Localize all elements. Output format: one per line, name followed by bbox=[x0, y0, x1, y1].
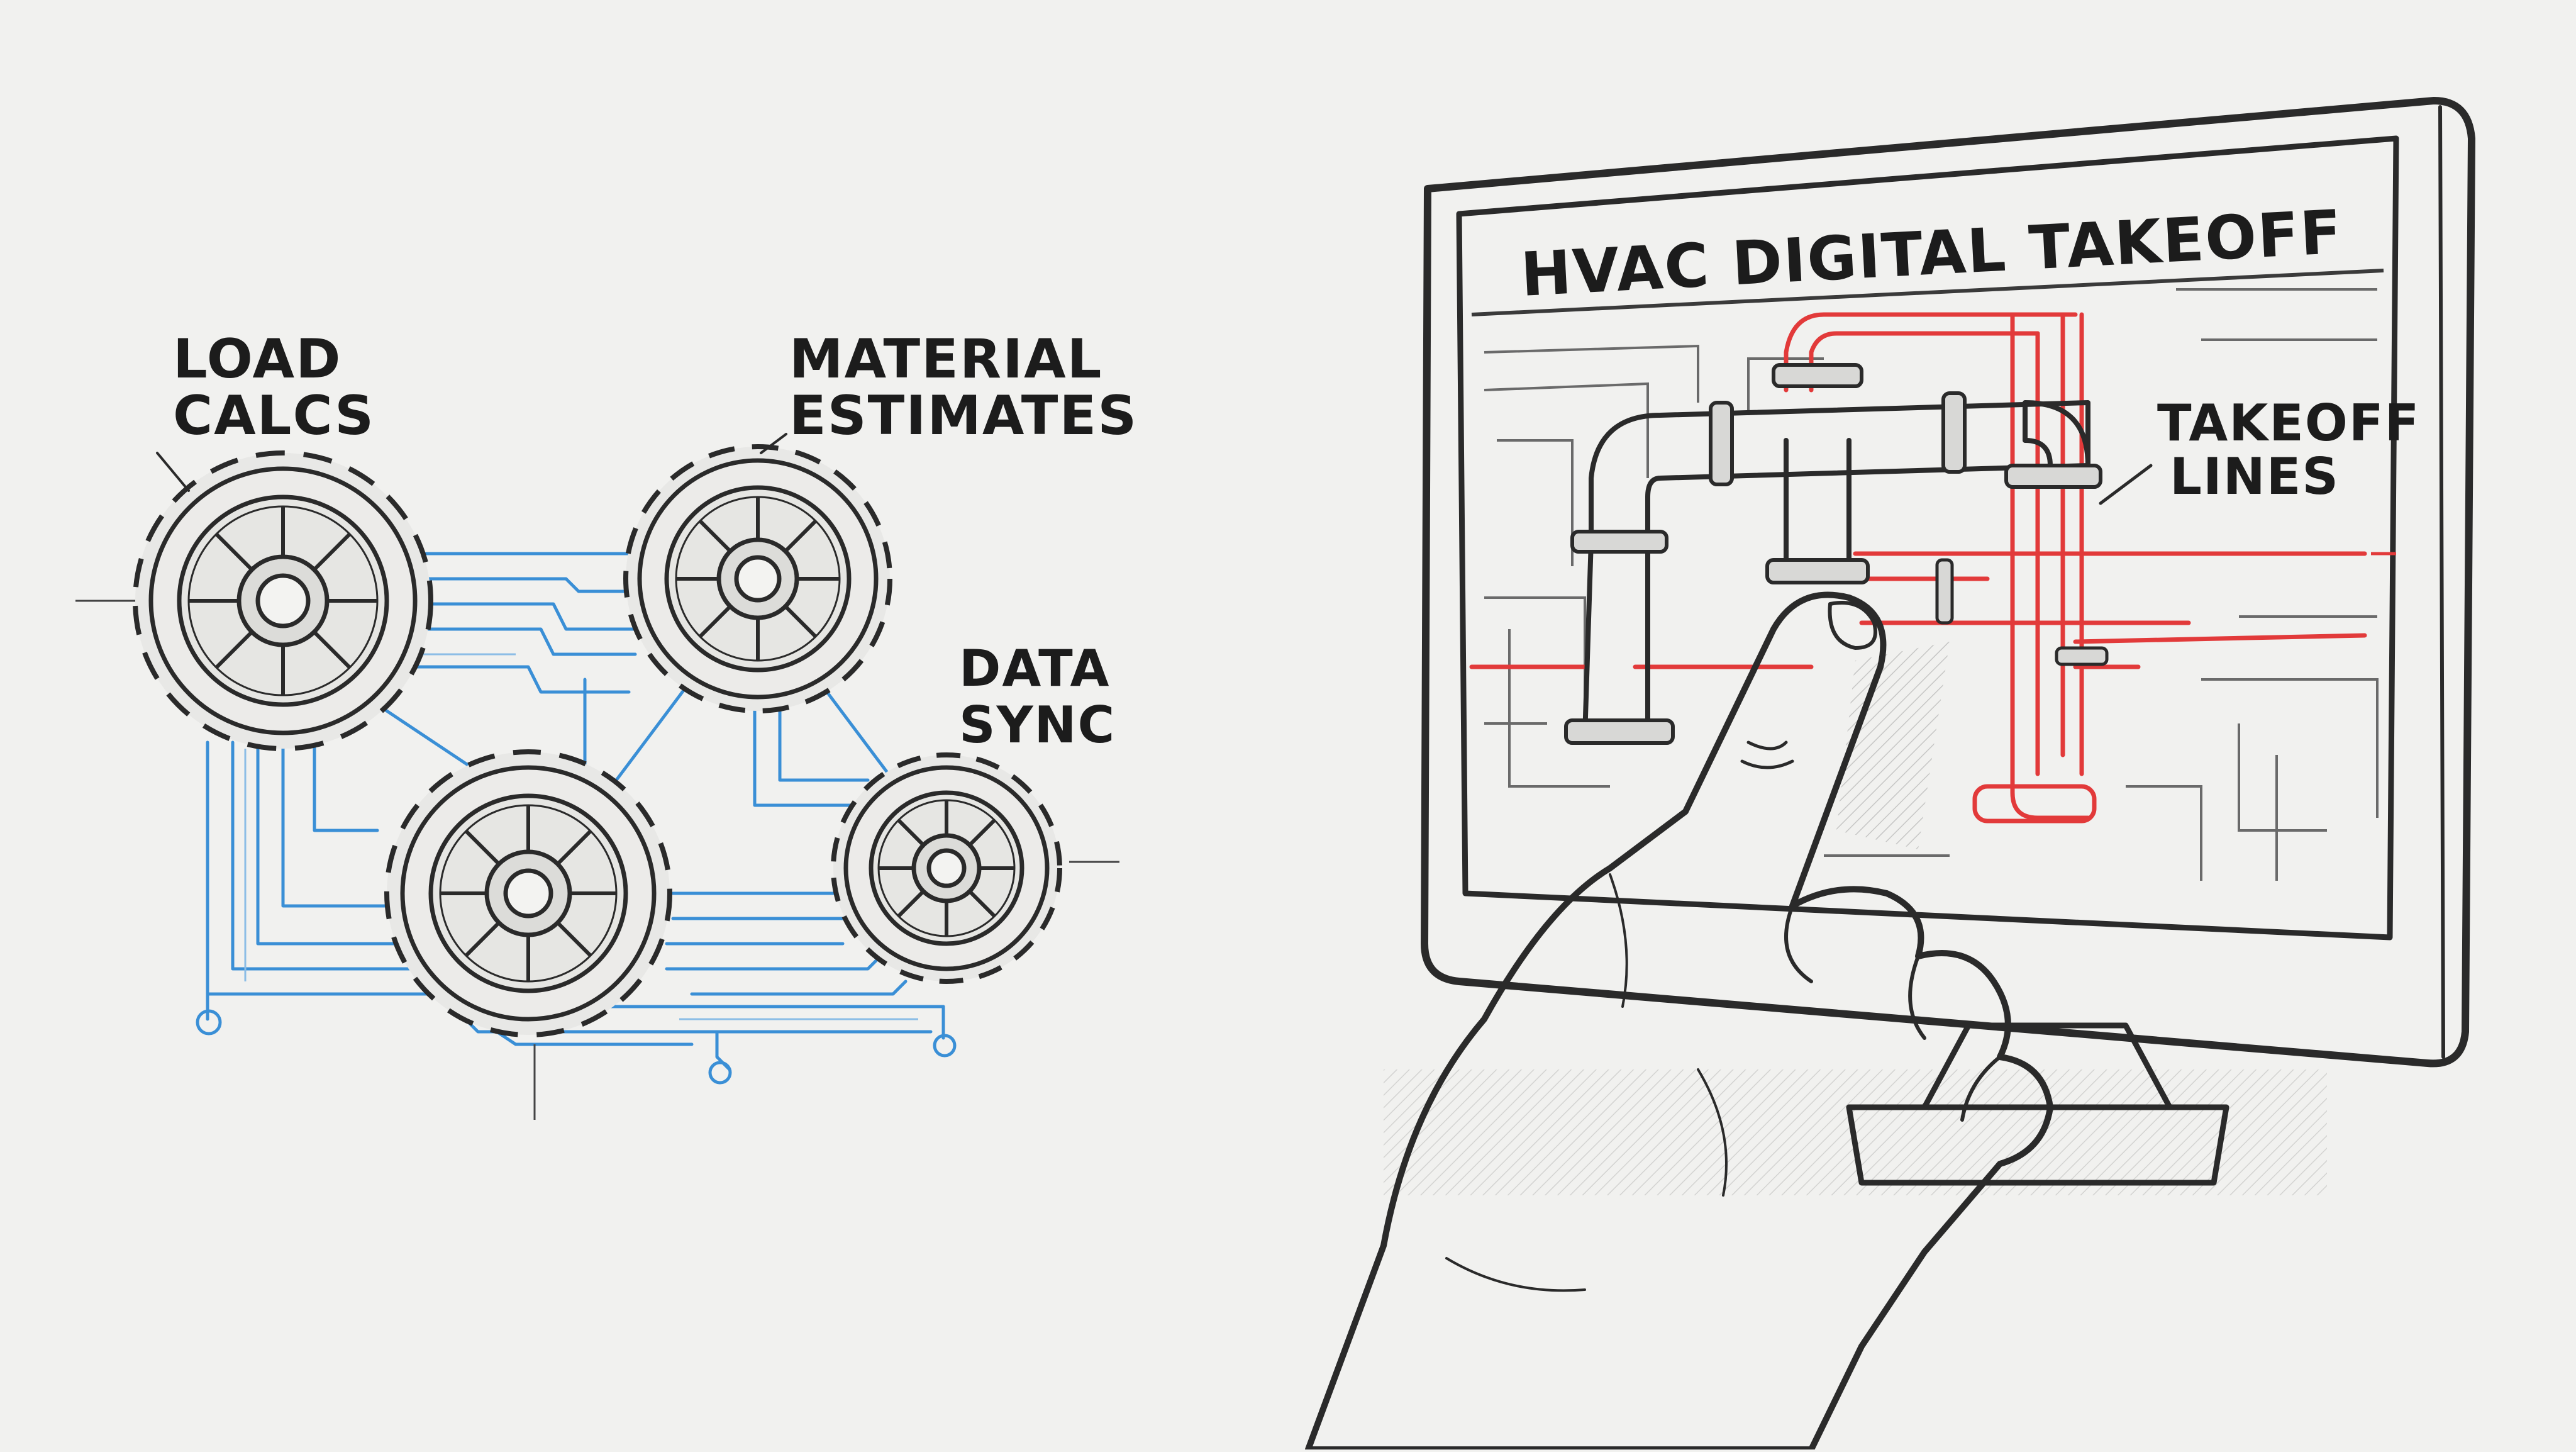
label-data-sync-line2: SYNC bbox=[959, 696, 1116, 754]
label-takeoff-lines-line1: TAKEOFF bbox=[2157, 394, 2420, 452]
pointing-hand bbox=[1305, 591, 2053, 1452]
label-takeoff-lines: TAKEOFF LINES bbox=[2099, 394, 2420, 506]
hvac-pipes bbox=[1564, 363, 2109, 745]
gear-material-estimates bbox=[623, 444, 892, 713]
monitor-screen: HVAC DIGITAL TAKEOFF bbox=[1469, 197, 2420, 881]
blueprint-grid bbox=[1484, 288, 2379, 881]
label-material-estimates-line2: ESTIMATES bbox=[789, 384, 1138, 447]
label-material-estimates-line1: MATERIAL bbox=[789, 328, 1102, 391]
label-load-calcs-line2: CALCS bbox=[173, 384, 375, 447]
gear-load-calcs bbox=[133, 450, 433, 751]
label-load-calcs: LOAD CALCS bbox=[156, 328, 375, 492]
gear-center bbox=[384, 749, 672, 1037]
label-data-sync-line1: DATA bbox=[959, 639, 1110, 698]
label-load-calcs-line1: LOAD bbox=[173, 328, 341, 391]
label-material-estimates: MATERIAL ESTIMATES bbox=[760, 328, 1138, 454]
takeoff-red-lines bbox=[1469, 312, 2396, 824]
label-data-sync: DATA SYNC bbox=[959, 639, 1116, 754]
monitor bbox=[1384, 97, 2475, 1195]
label-takeoff-lines-line2: LINES bbox=[2170, 447, 2340, 506]
gear-data-sync bbox=[831, 752, 1062, 984]
